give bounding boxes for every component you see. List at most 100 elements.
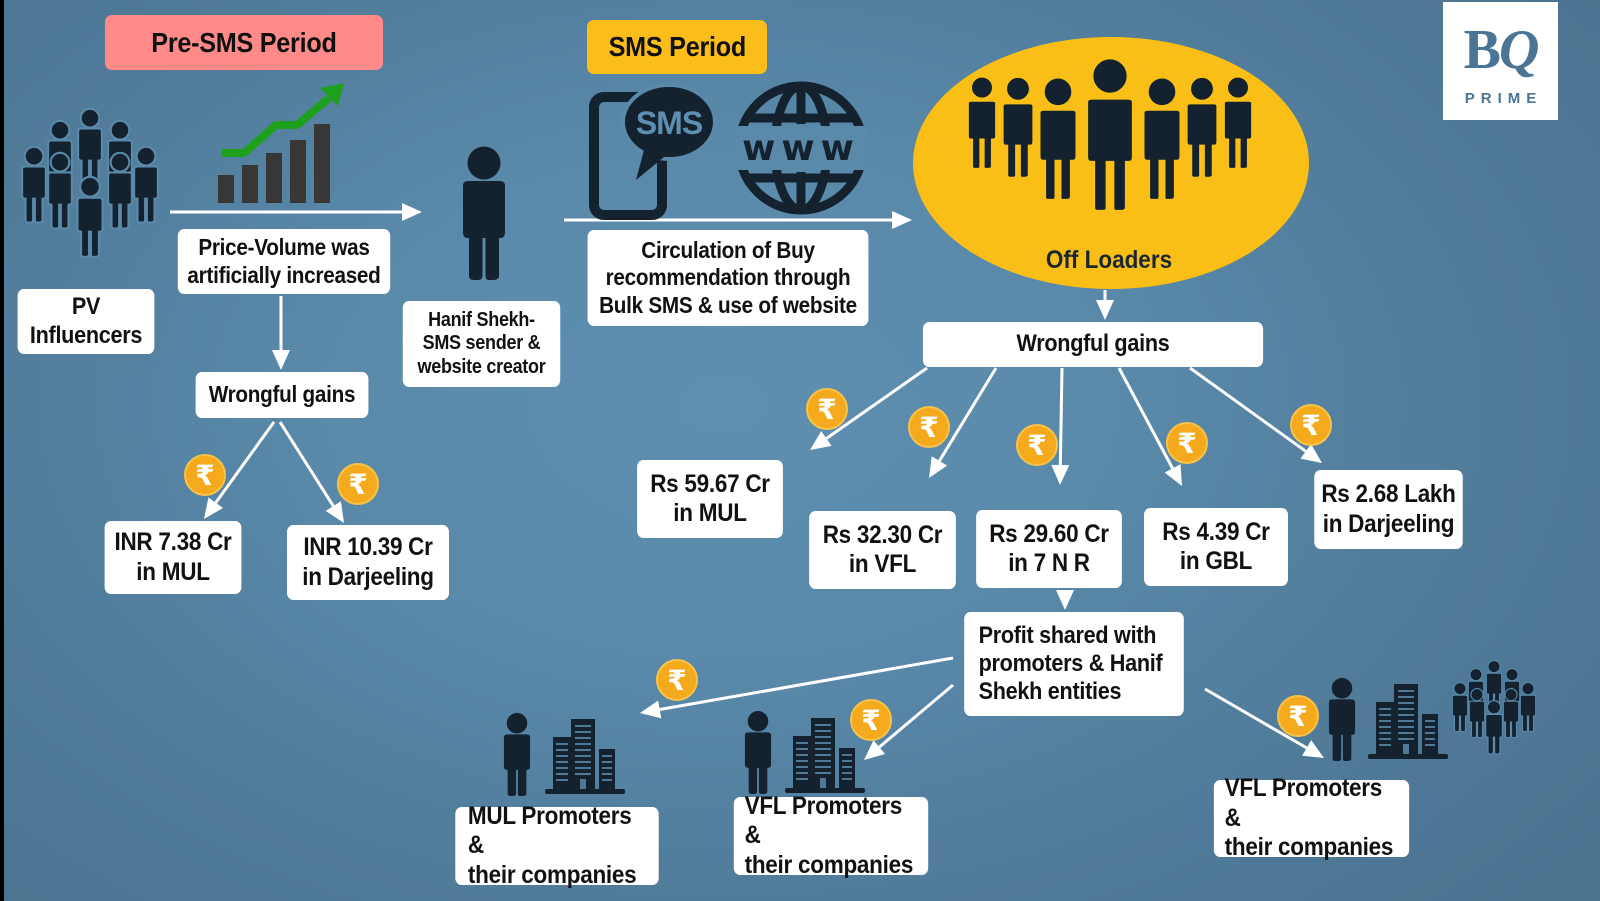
infographic-canvas: SMS www Off Loaders ₹₹₹₹₹₹₹₹₹₹: [4, 0, 1600, 901]
arrow-head: [204, 497, 224, 519]
person-figure: [77, 107, 103, 186]
person-figure: [1519, 682, 1537, 733]
arrow-line: [938, 367, 998, 462]
recipient-box-vfl: VFL Promoters & their companies: [733, 792, 929, 879]
arrow-head: [929, 456, 948, 478]
person-figure: [1485, 660, 1503, 711]
bq-prime-logo: BQ PRIME: [1443, 2, 1558, 120]
person-icon: [463, 146, 505, 280]
gain-box-pre-mul: INR 7.38 Cr in MUL: [104, 521, 242, 594]
rupee-coin-icon: ₹: [1166, 422, 1208, 464]
arrow-head: [272, 350, 290, 370]
gain-amount: Rs 4.39 Cr in GBL: [1162, 517, 1270, 576]
arrow-head: [1300, 444, 1322, 463]
rupee-coin-icon: ₹: [850, 699, 892, 741]
www-icon-text: www: [742, 128, 860, 169]
rupee-symbol: ₹: [1027, 429, 1046, 462]
gain-amount: Rs 2.68 Lakh in Darjeeling: [1321, 480, 1456, 538]
crowd-icon: [1451, 660, 1537, 755]
pre-sms-period-tag: Pre-SMS Period: [105, 15, 383, 70]
gain-amount: INR 10.39 Cr in Darjeeling: [302, 533, 434, 591]
gain-box-sms-gbl: Rs 4.39 Cr in GBL: [1144, 508, 1288, 586]
circulation-box: Circulation of Buy recommendation throug…: [587, 230, 869, 326]
profit-shared-box: Profit shared with promoters & Hanif She…: [964, 612, 1184, 716]
flow-arrow-head: [892, 211, 912, 229]
pre-sms-period-label: Pre-SMS Period: [151, 26, 337, 58]
rupee-coin-icon: ₹: [1016, 424, 1058, 466]
rupee-coin-icon: ₹: [908, 406, 950, 448]
arrow-line: [278, 421, 335, 507]
gain-amount: Rs 29.60 Cr in 7 N R: [989, 519, 1109, 578]
rupee-symbol: ₹: [919, 411, 938, 444]
hanif-shekh-label: Hanif Shekh- SMS sender & website creato…: [417, 308, 546, 378]
arrow-line: [1117, 367, 1174, 470]
arrow-line: [214, 421, 276, 504]
pv-influencers-label: PV Influencers: [29, 293, 143, 349]
off-loaders-label: Off Loaders: [1046, 246, 1172, 274]
promoter-person-icon: [503, 712, 531, 796]
person-figure: [1221, 74, 1255, 172]
recipient-label: MUL Promoters & their companies: [467, 801, 637, 889]
person-figure: [1000, 74, 1036, 181]
flow-arrow: [640, 656, 954, 719]
flow-arrow: [278, 421, 344, 523]
flow-arrow-head: [402, 203, 422, 221]
arrow-line: [825, 366, 928, 440]
rupee-coin-icon: ₹: [184, 454, 226, 496]
sms-period-tag: SMS Period: [587, 20, 767, 74]
arrow-head: [325, 501, 344, 523]
person-figure: [133, 145, 159, 224]
person-figure: [76, 175, 104, 259]
person-figure: [1451, 682, 1469, 733]
person-figure: [1082, 54, 1138, 216]
globe-www-icon: www: [734, 81, 868, 215]
promoter-person-icon: [744, 710, 772, 794]
arrow-head: [1164, 464, 1182, 486]
rupee-symbol: ₹: [817, 393, 836, 426]
company-buildings-icon: [1368, 684, 1448, 759]
person-figure: [1184, 74, 1220, 181]
flow-arrow: [1056, 590, 1074, 610]
diagram-artwork: SMS www Off Loaders ₹₹₹₹₹₹₹₹₹₹: [21, 37, 1537, 796]
trend-arrow-head: [320, 83, 344, 106]
gain-amount: Rs 59.67 Cr in MUL: [650, 469, 770, 528]
wrongful-gains-pre-box: Wrongful gains: [195, 372, 369, 418]
person-figure: [107, 151, 133, 230]
flow-arrow: [1051, 367, 1070, 485]
rupee-symbol: ₹: [1177, 427, 1196, 460]
rupee-symbol: ₹: [861, 704, 880, 737]
bar: [314, 124, 330, 203]
flow-arrow: [272, 296, 290, 370]
arrow-line: [1189, 366, 1307, 453]
wrongful-gains-sms-box: Wrongful gains: [922, 322, 1264, 367]
off-loaders-crowd-icon: [965, 54, 1255, 216]
rising-bar-chart-icon: [218, 83, 344, 203]
arrow-head: [640, 700, 662, 719]
hanif-shekh-box: Hanif Shekh- SMS sender & website creato…: [402, 301, 561, 387]
recipient-box-mul: MUL Promoters & their companies: [455, 802, 659, 889]
logo-mark: BQ: [1463, 18, 1540, 81]
arrow-head: [810, 431, 832, 450]
crowd-icon: [21, 107, 159, 259]
flow-arrow: [1204, 687, 1324, 758]
recipient-label: VFL Promoters & their companies: [744, 791, 914, 879]
trend-arrow-line: [222, 94, 332, 157]
arrow-head: [1051, 464, 1070, 485]
promoter-person-icon: [1328, 677, 1356, 761]
bar: [218, 175, 234, 203]
arrow-head: [864, 740, 886, 760]
arrow-head: [1056, 590, 1074, 610]
person-figure: [1485, 700, 1504, 755]
person-figure: [1036, 74, 1080, 204]
flow-arrow: [1189, 366, 1322, 463]
arrow-line: [659, 656, 954, 712]
person-figure: [1140, 74, 1184, 204]
rupee-symbol: ₹: [667, 664, 686, 697]
rupee-coin-icon: ₹: [1290, 404, 1332, 446]
flow-arrow: [204, 421, 276, 519]
gain-box-sms-vfl: Rs 32.30 Cr in VFL: [809, 511, 956, 589]
company-buildings-icon: [545, 719, 625, 794]
flow-arrow: [1117, 367, 1182, 486]
person-figure: [1502, 688, 1520, 739]
bar: [290, 140, 306, 203]
